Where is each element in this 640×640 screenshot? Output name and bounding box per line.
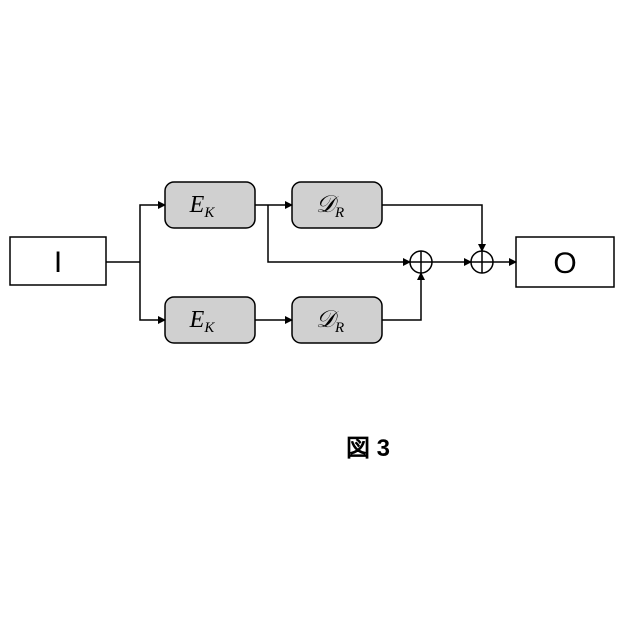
sum-node-left <box>410 251 432 273</box>
wire-decoder-top-to-sum-right <box>382 205 482 251</box>
wire-decoder-bottom-to-sum-left <box>382 273 421 320</box>
decoder-block-top: 𝒟R <box>292 182 382 228</box>
input-block: I <box>10 237 106 285</box>
encoder-bottom-subscript: K <box>203 320 215 336</box>
wire-to-encoder-top <box>140 205 165 262</box>
encoder-block-top: EK <box>165 182 255 228</box>
input-label: I <box>54 246 62 279</box>
sum-node-right <box>471 251 493 273</box>
decoder-bottom-subscript: R <box>334 320 344 336</box>
decoder-block-bottom: 𝒟R <box>292 297 382 343</box>
output-label: O <box>553 247 576 280</box>
encoder-block-bottom: EK <box>165 297 255 343</box>
wire-to-encoder-bottom <box>140 262 165 320</box>
encoder-top-symbol: E <box>189 192 205 218</box>
encoder-top-subscript: K <box>203 205 215 221</box>
encoder-bottom-symbol: E <box>189 307 205 333</box>
decoder-top-subscript: R <box>334 205 344 221</box>
output-block: O <box>516 237 614 287</box>
figure-caption: 図 3 <box>346 435 390 462</box>
